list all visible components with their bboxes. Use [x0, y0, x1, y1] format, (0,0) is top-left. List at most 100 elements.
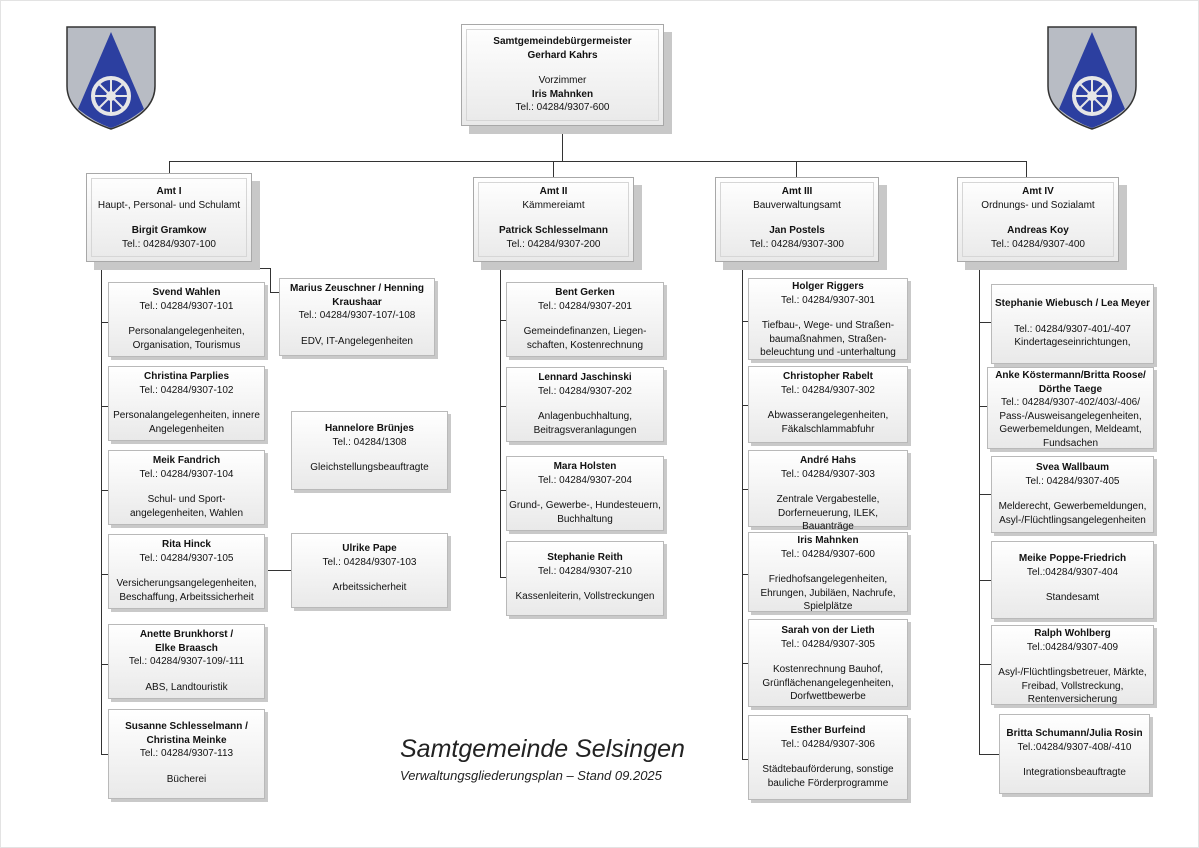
staff-duty: Personalangelegenheiten, innere [113, 410, 260, 421]
staff-phone: Tel.: 04284/9307-210 [538, 565, 632, 577]
amt3-tick-6 [742, 759, 748, 760]
amt2-staff-box: Mara Holsten Tel.: 04284/9307-204 Grund-… [506, 456, 664, 531]
amt3-staff-box: Sarah von der Lieth Tel.: 04284/9307-305… [748, 619, 908, 707]
staff-duty: Abwasserangelegenheiten, [767, 410, 889, 421]
staff-duty: Melderecht, Gewerbemeldungen, [998, 501, 1147, 512]
staff-duty: Beschaffung, Arbeitssicherheit [119, 591, 254, 603]
staff-duty: Organisation, Tourismus [132, 339, 241, 351]
staff-duty: Freibad, Vollstreckung, [1021, 680, 1124, 692]
connector-amt4 [1026, 161, 1027, 177]
amt1-staff-box: Svend Wahlen Tel.: 04284/9307-101 Person… [108, 282, 265, 357]
amt4-staff-box: Anke Köstermann/Britta Roose/ Dörthe Tae… [987, 367, 1154, 449]
amt1-tick-5 [101, 664, 108, 665]
mayor-name: Gerhard Kahrs [527, 49, 598, 61]
amt4-tick-2 [979, 406, 987, 407]
amt1-staff-box: Rita Hinck Tel.: 04284/9307-105 Versiche… [108, 534, 265, 609]
staff-duty: Integrationsbeauftragte [1023, 767, 1126, 778]
amt1-side-box: Hannelore Brünjes Tel.: 04284/1308 Gleic… [291, 411, 448, 490]
amt1-tick-6 [101, 754, 108, 755]
staff-duty: beleuchtung und -unterhaltung [760, 347, 896, 358]
amt1-tick-3 [101, 490, 108, 491]
connector-amt3 [796, 161, 797, 177]
staff-phone: Tel.: 04284/9307-301 [781, 294, 875, 306]
amt1-staff-box: Susanne Schlesselmann / Christina Meinke… [108, 709, 265, 799]
amt2-staff-box: Bent Gerken Tel.: 04284/9307-201 Gemeind… [506, 282, 664, 357]
staff-phone: Tel.: 04284/9307-204 [538, 474, 632, 486]
amt2-tick-2 [500, 406, 506, 407]
amt4-name: Andreas Koy [1007, 225, 1069, 236]
amt1-staff-box: Anette Brunkhorst / Elke Braasch Tel.: 0… [108, 624, 265, 699]
amt3-tick-4 [742, 574, 748, 575]
amt1-staff-box: Christina Parplies Tel.: 04284/9307-102 … [108, 366, 265, 441]
staff-duty: Kindertageseinrichtungen, [1014, 337, 1131, 348]
staff-name: Sarah von der Lieth [781, 625, 875, 636]
staff-duty: Personalangelegenheiten, [128, 326, 245, 337]
mayor-box: Samtgemeindebürgermeister Gerhard Kahrs … [461, 24, 664, 126]
amt2-tick-3 [500, 490, 506, 491]
connector-amt2 [553, 161, 554, 177]
amt3-staff-box: André Hahs Tel.: 04284/9307-303 Zentrale… [748, 450, 908, 532]
amt2-head-box: Amt II Kämmereiamt Patrick Schlesselmann… [473, 177, 634, 262]
staff-duty: Grünflächenangelegenheiten, [762, 677, 894, 689]
staff-duty: Dorferneuerung, ILEK, Bauanträge [777, 507, 879, 533]
amt1-side-box: Ulrike Pape Tel.: 04284/9307-103 Arbeits… [291, 533, 448, 608]
staff-name: Lennard Jaschinski [538, 372, 632, 383]
amt3-tick-5 [742, 663, 748, 664]
mayor-title: Samtgemeindebürgermeister [493, 36, 632, 47]
staff-phone: Tel.: 04284/9307-600 [781, 548, 875, 560]
staff-name: Anke Köstermann/Britta Roose/ [995, 370, 1146, 381]
amt3-phone: Tel.: 04284/9307-300 [750, 238, 844, 250]
mayor-phone: Tel.: 04284/9307-600 [515, 102, 610, 113]
amt1-trunk [101, 268, 102, 755]
staff-name: Ralph Wohlberg [1034, 628, 1111, 639]
staff-phone: Tel.: 04284/9307-202 [538, 385, 632, 397]
amt3-tick-1 [742, 321, 748, 322]
staff-phone: Tel.: 04284/9307-201 [538, 300, 632, 312]
amt4-head-box: Amt IV Ordnungs- und Sozialamt Andreas K… [957, 177, 1119, 262]
amt2-tick-4 [500, 577, 506, 578]
amt1-branch-h [101, 268, 271, 269]
staff-duty: Tiefbau-, Wege- und Straßen- [761, 320, 895, 331]
staff-phone: Tel.: 04284/9307-102 [139, 384, 234, 396]
staff-duty: Standesamt [1045, 592, 1100, 603]
staff-duty: Pass-/Ausweisangelegenheiten, [999, 410, 1142, 422]
amt4-staff-box: Ralph Wohlberg Tel.:04284/9307-409 Asyl-… [991, 625, 1154, 705]
staff-duty: Buchhaltung [557, 513, 613, 525]
staff-duty: Gewerbemeldungen, Meldeamt, [999, 424, 1142, 435]
amt3-staff-box: Christopher Rabelt Tel.: 04284/9307-302 … [748, 366, 908, 443]
staff-name: Elke Braasch [155, 642, 218, 654]
staff-phone: Tel.: 04284/9307-109/-111 [128, 656, 245, 667]
amt3-subtitle: Bauverwaltungsamt [753, 199, 841, 211]
staff-name: Susanne Schlesselmann / [125, 721, 248, 732]
amt1-side-h [270, 292, 279, 293]
staff-duty: Grund-, Gewerbe-, Hundesteuern, [509, 500, 661, 511]
amt2-tick-1 [500, 320, 506, 321]
staff-name: André Hahs [799, 455, 857, 466]
staff-duty: Schul- und Sport- [147, 494, 226, 505]
staff-name: Esther Burfeind [790, 725, 866, 736]
amt1-head-box: Amt I Haupt-, Personal- und Schulamt Bir… [86, 173, 252, 262]
amt2-trunk [500, 268, 501, 578]
staff-name: Rita Hinck [162, 539, 211, 550]
staff-name: Holger Riggers [792, 281, 864, 292]
staff-phone: Tel.: 04284/9307-103 [322, 556, 417, 568]
staff-duty: schaften, Kostenrechnung [526, 339, 644, 351]
staff-phone: Tel.: 04284/9307-101 [139, 300, 234, 312]
staff-name: Kraushaar [332, 296, 382, 308]
amt4-staff-box: Meike Poppe-Friedrich Tel.:04284/9307-40… [991, 541, 1154, 619]
staff-name: Christina Meinke [146, 734, 227, 746]
amt3-name: Jan Postels [769, 225, 825, 236]
staff-phone: Tel.: 04284/9307-302 [781, 384, 875, 396]
amt1-tick-1 [101, 322, 108, 323]
amt3-tick-2 [742, 405, 748, 406]
amt4-trunk [979, 268, 980, 754]
staff-duty: Zentrale Vergabestelle, [776, 494, 880, 505]
amt4-phone: Tel.: 04284/9307-400 [991, 238, 1085, 250]
staff-duty: Kassenleiterin, Vollstreckungen [515, 591, 655, 602]
staff-name: Mara Holsten [553, 461, 617, 472]
staff-duty: Rentenversicherung [1027, 694, 1118, 705]
staff-duty: Dorfwettbewerbe [790, 691, 866, 702]
amt4-tick-5 [979, 664, 991, 665]
connector-amt1 [169, 161, 170, 173]
amt1-side-v [270, 268, 271, 293]
